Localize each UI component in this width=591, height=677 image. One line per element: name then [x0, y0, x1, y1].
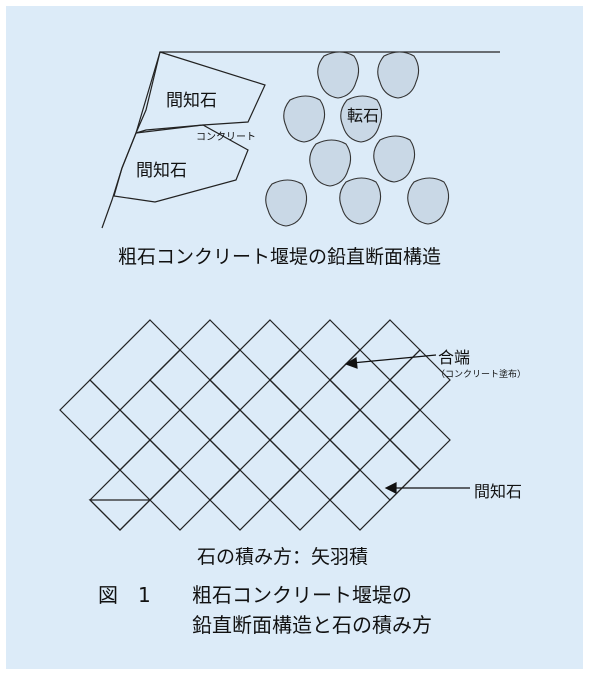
boulder — [265, 179, 308, 227]
boulder — [373, 135, 416, 183]
boulder — [377, 51, 420, 99]
boulder-group — [265, 51, 450, 227]
figure-title-line1: 粗石コンクリート堰堤の — [192, 583, 412, 607]
boulder — [309, 139, 352, 187]
stone-label: 間知石 — [474, 482, 523, 501]
concrete-label: コンクリート — [196, 132, 256, 143]
stone-arrowhead — [384, 482, 397, 494]
lower-stone-label: 間知石 — [136, 161, 187, 181]
joint-leader-line — [351, 354, 437, 364]
boulder — [317, 51, 360, 99]
figure-title: 図 1 粗石コンクリート堰堤の 鉛直断面構造と石の積み方 — [98, 580, 432, 640]
figure-number: 図 1 — [98, 583, 151, 607]
boulder — [340, 95, 383, 143]
upper-stone-label: 間知石 — [166, 91, 217, 111]
leader-arrows — [344, 354, 470, 494]
boulder — [283, 95, 326, 143]
cross-section-diagram — [101, 51, 500, 229]
figure-title-line2: 鉛直断面構造と石の積み方 — [192, 613, 432, 637]
herringbone-pattern — [59, 319, 451, 531]
joint-arrowhead — [344, 356, 358, 369]
stone-block — [88, 499, 152, 531]
joint-note-label: （コンクリート塗布） — [436, 370, 527, 380]
cross-section-caption: 粗石コンクリート堰堤の鉛直断面構造 — [118, 246, 442, 268]
boulder — [339, 177, 382, 225]
boulder-label: 転石 — [347, 106, 380, 125]
lower-stone-block — [113, 124, 249, 203]
stone-block — [389, 409, 451, 471]
boulder — [407, 177, 450, 225]
joint-label: 合端 — [438, 348, 471, 367]
masonry-caption: 石の積み方：矢羽積 — [197, 546, 369, 568]
